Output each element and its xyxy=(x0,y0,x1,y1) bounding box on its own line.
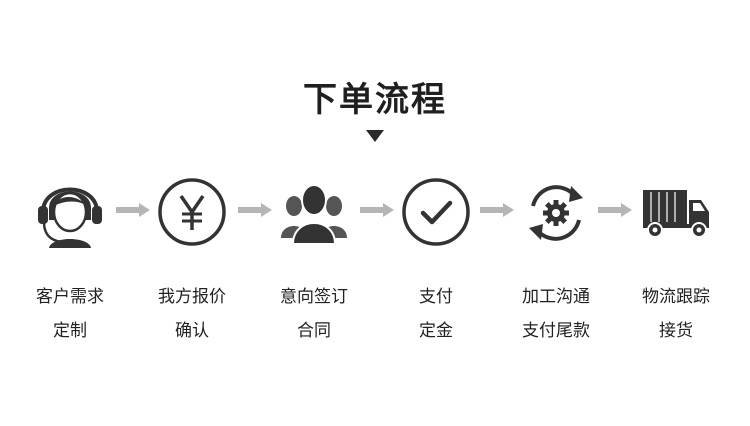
step-label-line1: 支付 xyxy=(419,287,453,307)
step-label-line1: 物流跟踪 xyxy=(642,287,710,307)
step-customer-needs: 客户需求 定制 xyxy=(14,176,126,356)
step-label-line2: 确认 xyxy=(175,321,209,341)
step-quotation: 我方报价 确认 xyxy=(136,176,248,356)
group-people-icon xyxy=(281,184,347,245)
step-processing-balance: 加工沟通 支付尾款 xyxy=(500,176,612,356)
step-label-line2: 合同 xyxy=(297,321,331,341)
page-title: 下单流程 xyxy=(303,80,447,120)
yen-icon xyxy=(158,178,226,246)
step-label-line1: 客户需求 xyxy=(36,287,104,307)
check-circle-icon xyxy=(402,178,470,246)
step-logistics-receive: 物流跟踪 接货 xyxy=(620,176,732,356)
step-label-line2: 定金 xyxy=(419,321,453,341)
step-label-line2: 支付尾款 xyxy=(522,321,590,341)
step-label-line1: 我方报价 xyxy=(158,287,226,307)
step-label-line1: 意向签订 xyxy=(280,287,348,307)
arrow-right-icon xyxy=(116,203,150,217)
caret-down-icon xyxy=(366,130,384,142)
customer-service-icon xyxy=(38,187,102,248)
truck-icon xyxy=(643,190,709,238)
arrow-right-icon xyxy=(598,203,632,217)
step-pay-deposit: 支付 定金 xyxy=(380,176,492,356)
arrow-right-icon xyxy=(360,203,394,217)
step-label-line2: 接货 xyxy=(659,321,693,341)
step-label-line2: 定制 xyxy=(53,321,87,341)
gear-cycle-icon xyxy=(529,185,583,241)
arrow-right-icon xyxy=(480,203,514,217)
step-label-line1: 加工沟通 xyxy=(522,287,590,307)
step-sign-contract: 意向签订 合同 xyxy=(258,176,370,356)
arrow-right-icon xyxy=(238,203,272,217)
